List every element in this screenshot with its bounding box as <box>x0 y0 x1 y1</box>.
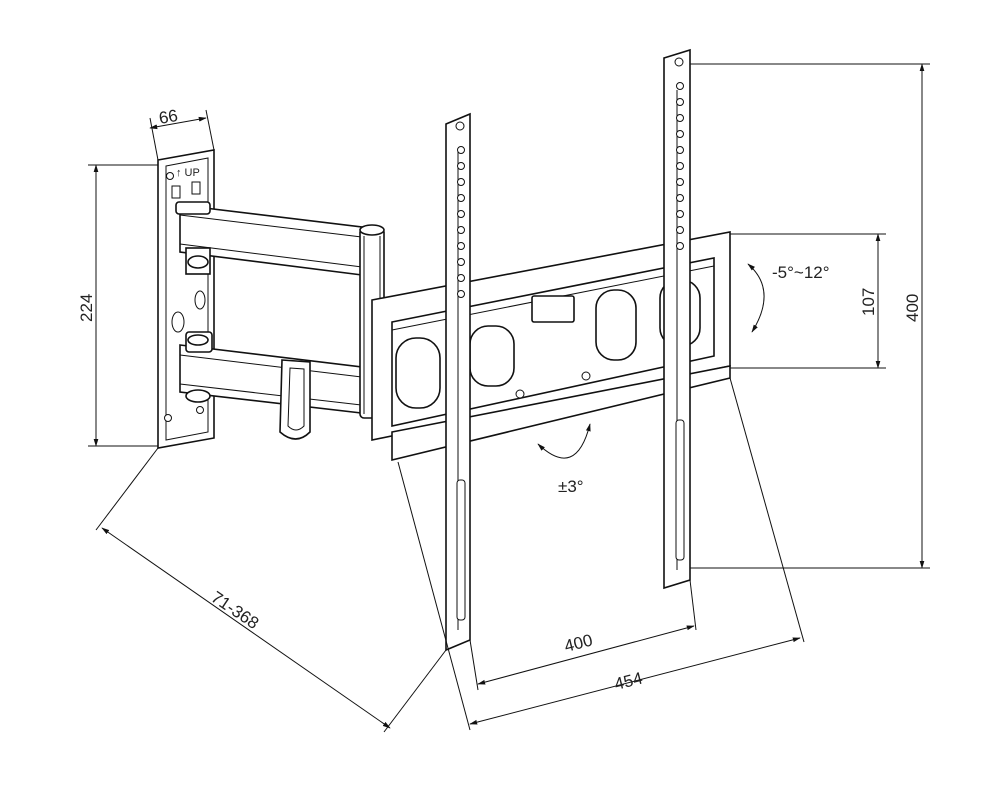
dim-66-label: 66 <box>157 106 179 128</box>
left-rail-holes <box>457 146 465 298</box>
dim-224-label: 224 <box>77 294 96 322</box>
tilt-indicator: -5°~12° <box>747 263 830 333</box>
right-rail-holes <box>676 82 684 250</box>
rotation-label: ±3° <box>558 477 584 496</box>
dim-454-label: 454 <box>612 669 644 694</box>
dim-400-vertical: 400 <box>690 63 930 569</box>
dim-107: 107 <box>730 233 886 369</box>
upper-arm <box>175 201 371 277</box>
cable-clip <box>279 359 311 440</box>
dim-224: 224 <box>77 164 158 447</box>
wall-plate: ↑ UP <box>157 149 215 449</box>
left-rail <box>445 112 471 652</box>
dim-400-h-label: 400 <box>562 631 594 656</box>
dim-71-368: 71-368 <box>95 447 447 733</box>
tilt-label: -5°~12° <box>772 263 830 282</box>
dim-66: 66 <box>149 106 215 161</box>
dim-71-368-label: 71-368 <box>208 588 263 633</box>
up-mark: ↑ UP <box>176 167 200 179</box>
rotation-indicator: ±3° <box>537 423 591 496</box>
lower-arm <box>179 331 371 415</box>
right-rail <box>663 48 691 590</box>
dim-107-label: 107 <box>859 288 878 316</box>
dim-400-v-label: 400 <box>903 294 922 322</box>
